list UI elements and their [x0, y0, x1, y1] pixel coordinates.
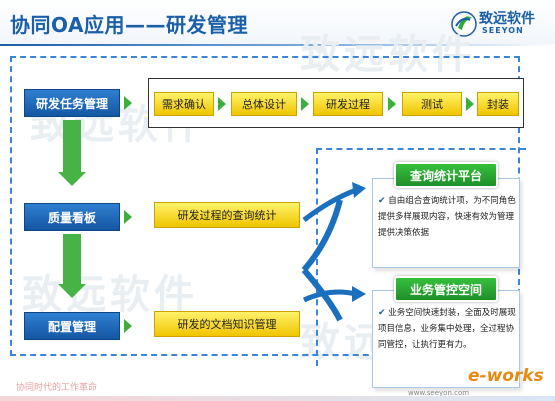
right-arrow-icon [124, 210, 132, 224]
watermark: 致远软件 [22, 272, 198, 318]
down-arrow-body [63, 234, 81, 284]
right-arrow-icon [466, 97, 474, 111]
step-overall-design: 总体设计 [231, 92, 297, 116]
query-platform-text: ✔ 自由组合查询统计项，为不同角色提供多样展现内容，快速有效为管理提供决策依据 [378, 193, 516, 241]
footer-url: www.seeyon.com [408, 389, 470, 397]
query-platform-description: 自由组合查询统计项，为不同角色提供多样展现内容，快速有效为管理提供决策依据 [378, 196, 516, 238]
check-icon: ✔ [378, 196, 386, 206]
down-arrow-icon [58, 284, 86, 298]
watermark: 致远软件 [300, 32, 476, 78]
stage-rd-task-management: 研发任务管理 [24, 89, 120, 117]
eworks-logo: e-works [468, 366, 544, 386]
right-arrow-icon [124, 96, 132, 110]
document-knowledge-item: 研发的文档知识管理 [154, 311, 300, 337]
seeyon-logo [451, 11, 477, 37]
footer-slogan: 协同时代的工作革命 [16, 383, 98, 393]
down-arrow-icon [58, 172, 86, 186]
step-development: 研发过程 [313, 92, 383, 116]
step-requirements: 需求确认 [154, 92, 214, 116]
right-arrow-icon [301, 97, 309, 111]
query-platform-title: 查询统计平台 [394, 162, 498, 188]
footer-line [0, 396, 555, 401]
business-control-description: 业务空间快速封装，全面及时展现项目信息，业务集中处理，全过程协同管控，让执行更有… [378, 308, 516, 350]
page-title: 协同OA应用——研发管理 [10, 13, 248, 37]
step-packaging: 封装 [477, 92, 519, 116]
step-testing: 测试 [402, 92, 462, 116]
stage-quality-board: 质量看板 [24, 203, 120, 231]
right-arrow-icon [388, 97, 396, 111]
logo-name: 致远软件 [479, 11, 535, 27]
query-platform-panel [372, 178, 520, 268]
logo-subtitle: SEEYON [482, 26, 524, 35]
business-control-text: ✔ 业务空间快速封装，全面及时展现项目信息，业务集中处理，全过程协同管控，让执行… [378, 305, 516, 353]
right-arrow-icon [218, 97, 226, 111]
stage-config-management: 配置管理 [24, 312, 120, 340]
right-arrow-icon [124, 319, 132, 333]
check-icon: ✔ [378, 308, 386, 318]
query-statistics-item: 研发过程的查询统计 [154, 202, 300, 228]
connector-arrows [301, 182, 366, 322]
business-control-title: 业务管控空间 [394, 276, 498, 302]
title-rule [0, 44, 555, 46]
down-arrow-body [63, 120, 81, 172]
